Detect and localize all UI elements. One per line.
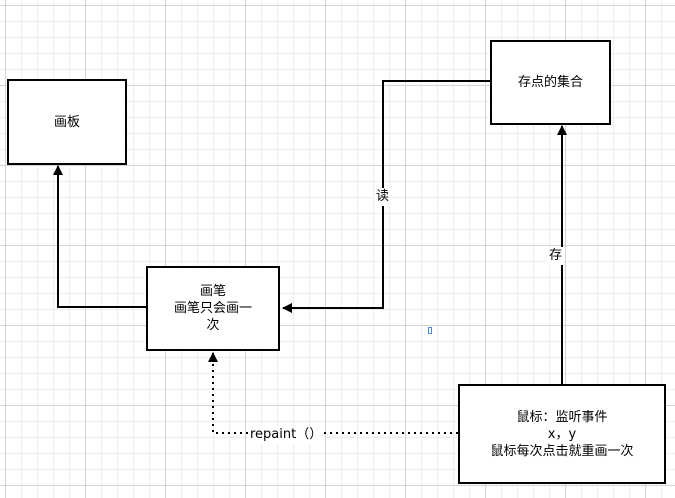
repaint-edge-label: repaint（） — [248, 426, 325, 444]
store-edge-label: 存 — [547, 247, 565, 265]
brush-node-note-line1: 画笔只会画一 — [173, 301, 252, 316]
point-set-node-label: 存点的集合 — [517, 75, 583, 90]
point-set-node: 存点的集合 — [490, 40, 611, 125]
mouse-node: 鼠标：监听事件 x，y 鼠标每次点击就重画一次 — [458, 384, 666, 484]
edge-mouse-to-brush-repaint — [208, 352, 458, 434]
brush-node-title: 画笔 — [199, 284, 226, 299]
mouse-node-note: 鼠标每次点击就重画一次 — [490, 443, 634, 459]
brush-node-note-line2: 次 — [206, 318, 220, 333]
mouse-node-title: 鼠标：监听事件 — [516, 409, 608, 425]
mouse-node-coords: x，y — [547, 426, 577, 442]
text-cursor-marker — [428, 327, 432, 334]
board-node-label: 画板 — [53, 114, 80, 130]
read-edge-label: 读 — [374, 188, 392, 206]
brush-node: 画笔 画笔只会画一 次 — [146, 266, 280, 351]
board-node: 画板 — [7, 79, 127, 165]
edge-brush-to-board — [53, 165, 146, 308]
